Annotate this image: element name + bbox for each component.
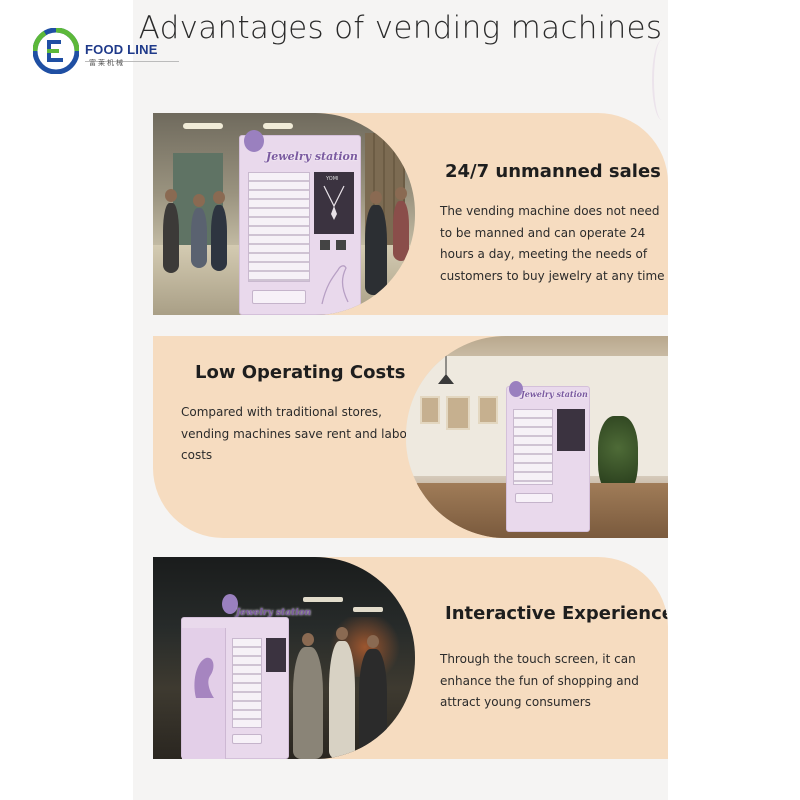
- machine-logo-icon: [509, 381, 523, 397]
- visitor-figure: [359, 635, 387, 759]
- machine-sign: Jewelry station: [236, 608, 312, 618]
- necklace-icon: [323, 185, 345, 220]
- ceiling-light: [353, 607, 383, 612]
- product-grid: [232, 638, 262, 728]
- wall-frame: [478, 396, 498, 424]
- payment-reader: [336, 240, 346, 250]
- student-figure: [211, 191, 227, 271]
- visitor-figure: [329, 627, 355, 759]
- brand-name: FOOD LINE: [85, 42, 158, 57]
- ceiling-light: [183, 123, 223, 129]
- brand-divider: [85, 61, 179, 62]
- hand-illustration-icon: [321, 265, 349, 305]
- pickup-slot: [252, 290, 306, 304]
- payment-reader: [320, 240, 330, 250]
- page-title: Advantages of vending machines: [138, 10, 663, 46]
- hallway-scene: Jewelry station YOMI: [153, 113, 415, 315]
- brand-subtitle: 富莱机械: [89, 60, 125, 67]
- cafe-vending-photo: Jewelry station: [406, 336, 668, 538]
- product-grid: [513, 409, 553, 485]
- product-grid: [248, 172, 310, 282]
- decorative-arc: [652, 40, 672, 120]
- jewelry-vending-machine: Jewelry station: [181, 594, 311, 759]
- section-unmanned-sales: Jewelry station YOMI: [153, 113, 668, 315]
- section-body: Through the touch screen, it can enhance…: [440, 652, 639, 709]
- pickup-slot: [515, 493, 553, 503]
- hallway-vending-photo: Jewelry station YOMI: [153, 113, 415, 315]
- face-illustration-icon: [194, 657, 214, 698]
- cafe-plant: [598, 416, 638, 496]
- section-body: The vending machine does not need to be …: [440, 204, 665, 283]
- ceiling-light: [263, 123, 293, 129]
- pickup-slot: [232, 734, 262, 744]
- machine-logo-icon: [244, 130, 264, 152]
- section-title: 24/7 unmanned sales: [445, 161, 661, 182]
- student-figure: [393, 187, 409, 261]
- machine-side-panel: [182, 628, 226, 759]
- section-title: Interactive Experience: [445, 603, 668, 624]
- touch-screen: [557, 409, 585, 451]
- machine-logo-icon: [222, 594, 238, 614]
- screen-brand: YOMI: [326, 176, 339, 182]
- ceiling-light: [303, 597, 343, 602]
- wall-frame: [420, 396, 440, 424]
- section-body: Compared with traditional stores, vendin…: [181, 405, 412, 462]
- student-figure: [191, 194, 207, 268]
- food-line-logo-icon: [33, 28, 79, 74]
- section-low-costs: Low Operating Costs Compared with tradit…: [153, 336, 668, 538]
- jewelry-vending-machine: Jewelry station: [506, 381, 590, 532]
- section-text: 24/7 unmanned sales The vending machine …: [433, 113, 668, 315]
- section-text: Interactive Experience Through the touch…: [433, 557, 668, 759]
- section-text: Low Operating Costs Compared with tradit…: [173, 336, 426, 538]
- jewelry-vending-machine: Jewelry station YOMI: [239, 130, 361, 315]
- student-figure: [365, 191, 387, 295]
- section-interactive-experience: Jewelry station Interactive Experience T…: [153, 557, 668, 759]
- cafe-scene: Jewelry station: [406, 336, 668, 538]
- machine-sign: Jewelry station: [521, 389, 588, 399]
- brand-logo: FOOD LINE 富莱机械: [33, 28, 179, 76]
- pendant-lamp-icon: [438, 336, 454, 384]
- student-figure: [163, 189, 179, 273]
- touch-screen: YOMI: [314, 172, 354, 234]
- machine-sign: Jewelry station: [266, 150, 358, 163]
- section-title: Low Operating Costs: [195, 362, 406, 383]
- arcade-scene: Jewelry station: [153, 557, 415, 759]
- wall-frame: [446, 396, 470, 430]
- visitor-figure: [293, 633, 323, 759]
- touch-screen: [266, 638, 286, 672]
- arcade-vending-photo: Jewelry station: [153, 557, 415, 759]
